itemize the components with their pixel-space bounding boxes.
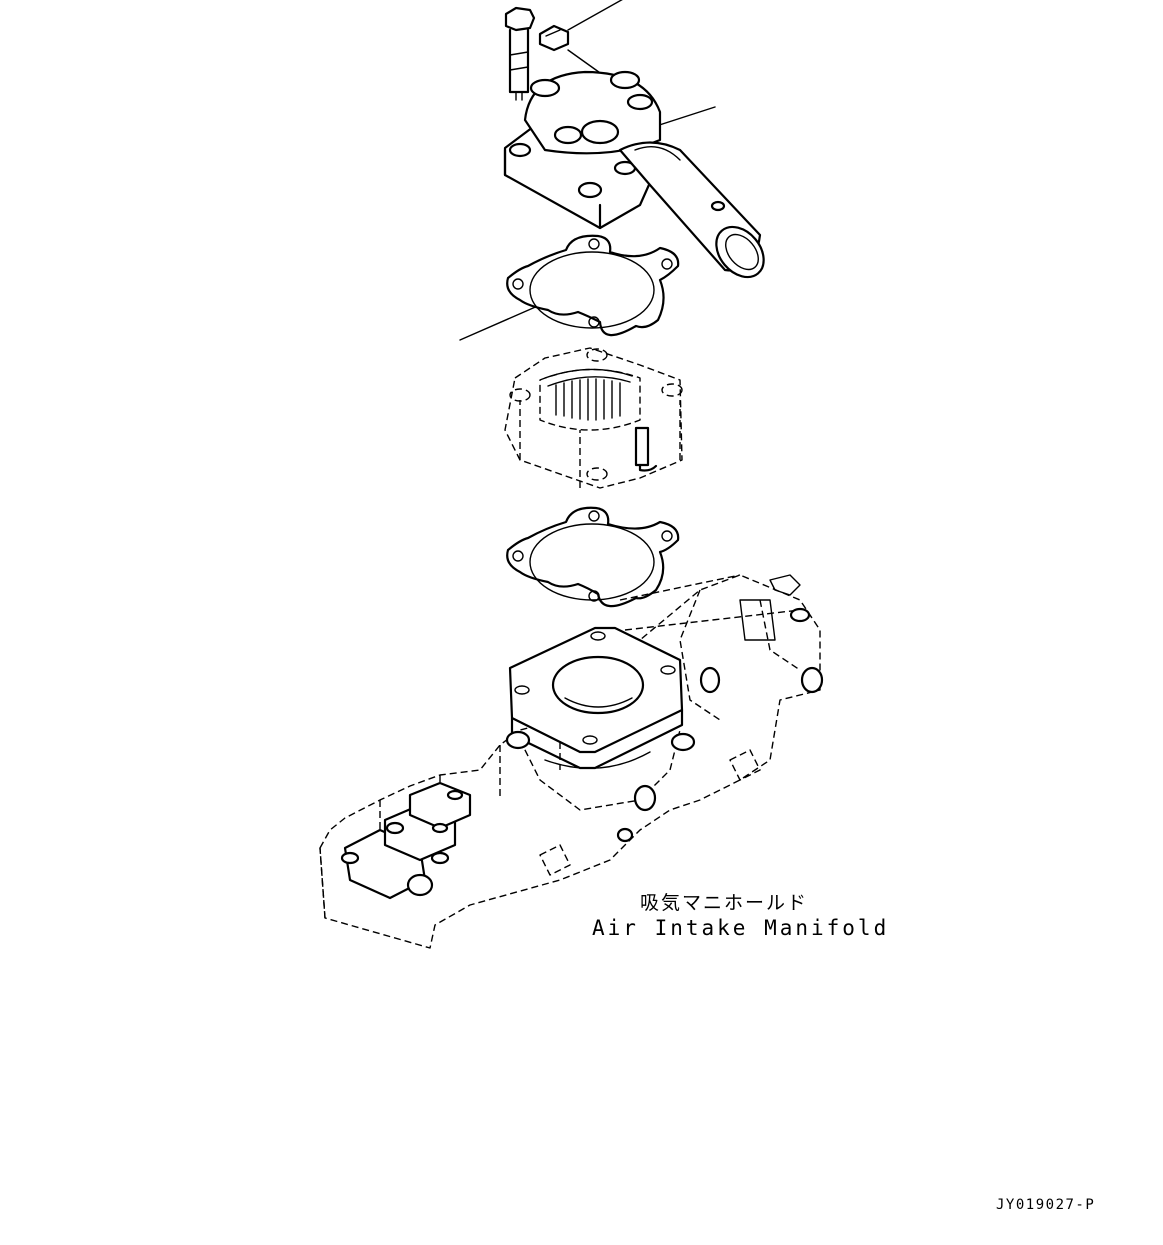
heater-body [504,347,683,489]
manifold-label-en: Air Intake Manifold [592,916,890,940]
flange-bolt [504,6,536,101]
lower-gasket [506,506,680,608]
plug [538,24,570,52]
manifold-label-jp: 吸気マニホールド [640,892,809,914]
intake-connector [503,70,765,279]
upper-gasket [506,234,680,337]
drawing-code: JY019027-P [996,1197,1096,1213]
air-intake-manifold [319,574,824,949]
